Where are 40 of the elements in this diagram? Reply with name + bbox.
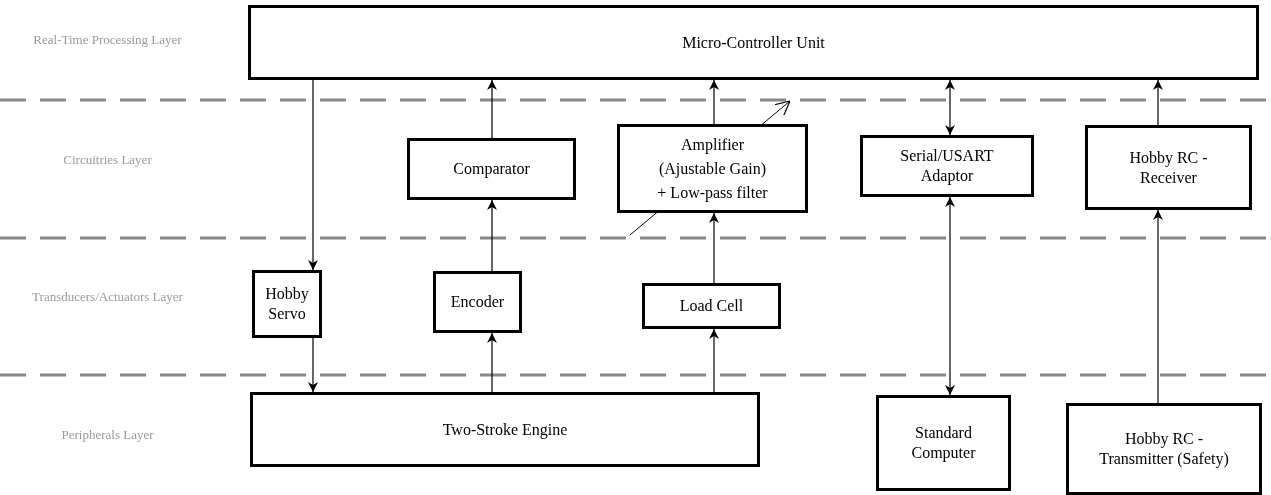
box-label: Comparator (453, 159, 530, 179)
box-label: + Low-pass filter (657, 182, 768, 203)
arrow (487, 332, 497, 393)
box-label: Micro-Controller Unit (682, 32, 825, 53)
box-label: Serial/USART Adaptor (899, 146, 995, 186)
box-label: Encoder (450, 292, 505, 312)
box-label: (Ajustable Gain) (658, 158, 767, 179)
box-label: Hobby Servo (264, 284, 310, 324)
arrow (709, 328, 719, 393)
layer-label: Peripherals Layer (60, 425, 155, 444)
process-box (250, 392, 760, 467)
box-label: Two-Stroke Engine (442, 419, 568, 440)
process-box (642, 283, 781, 329)
arrow (1153, 209, 1163, 404)
arrow (945, 196, 955, 396)
layer-label: Real-Time Processing Layer (32, 30, 183, 49)
box-label: Hobby RC - Transmitter (Safety) (1099, 429, 1229, 469)
process-box (433, 271, 522, 333)
arrow (1153, 79, 1163, 126)
arrow (709, 212, 719, 284)
arrow (487, 79, 497, 139)
arrow (308, 337, 318, 393)
process-box (1066, 403, 1262, 495)
arrow (487, 199, 497, 272)
process-box (1085, 125, 1252, 210)
process-box (617, 124, 808, 213)
process-box (248, 5, 1259, 80)
arrow (945, 79, 955, 136)
box-label: Load Cell (679, 296, 744, 316)
arrow (308, 79, 318, 271)
process-box (860, 135, 1034, 197)
process-box (252, 270, 322, 338)
box-label: Hobby RC - Receiver (1128, 147, 1209, 188)
box-label: Amplifier (680, 134, 745, 155)
process-box (876, 395, 1011, 491)
process-box (407, 138, 576, 200)
layer-label: Transducers/Actuators Layer (31, 287, 184, 306)
box-label: Standard Computer (910, 423, 977, 463)
arrow (709, 79, 719, 125)
layer-label: Circuitries Layer (62, 150, 153, 169)
